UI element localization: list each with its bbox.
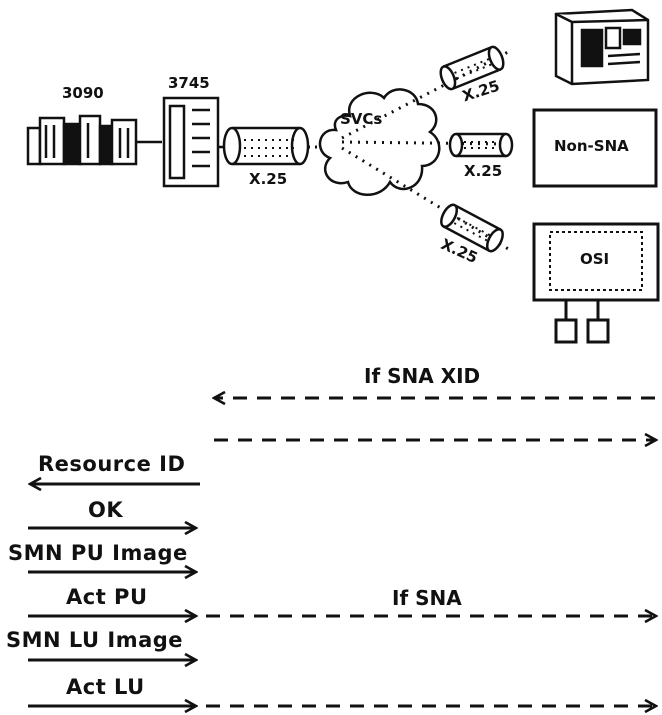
- osi-box: [534, 224, 658, 342]
- act-lu-label: Act LU: [66, 677, 145, 698]
- main-x25-label: X.25: [249, 172, 287, 187]
- sna-terminal-icon: [556, 10, 648, 84]
- ok-label: OK: [88, 500, 123, 521]
- smn-lu-image-label: SMN LU Image: [6, 630, 183, 651]
- non-sna-label: Non-SNA: [554, 139, 629, 154]
- host-3090-label: 3090: [62, 86, 104, 101]
- if-sna-label: If SNA: [392, 588, 462, 608]
- smn-pu-image-label: SMN PU Image: [8, 543, 188, 564]
- middle-x25-pipe-icon: [450, 134, 512, 156]
- controller-3745-label: 3745: [168, 76, 210, 91]
- main-x25-pipe-icon: [218, 128, 308, 164]
- middle-x25-label: X.25: [464, 164, 502, 179]
- if-sna-xid-label: If SNA XID: [364, 366, 480, 386]
- mainframe-3090-icon: [28, 116, 162, 164]
- osi-label: OSI: [580, 252, 609, 267]
- controller-3745-icon: [164, 98, 218, 186]
- svcs-label: SVCs: [340, 112, 382, 127]
- resource-id-label: Resource ID: [38, 454, 185, 475]
- act-pu-label: Act PU: [66, 587, 148, 608]
